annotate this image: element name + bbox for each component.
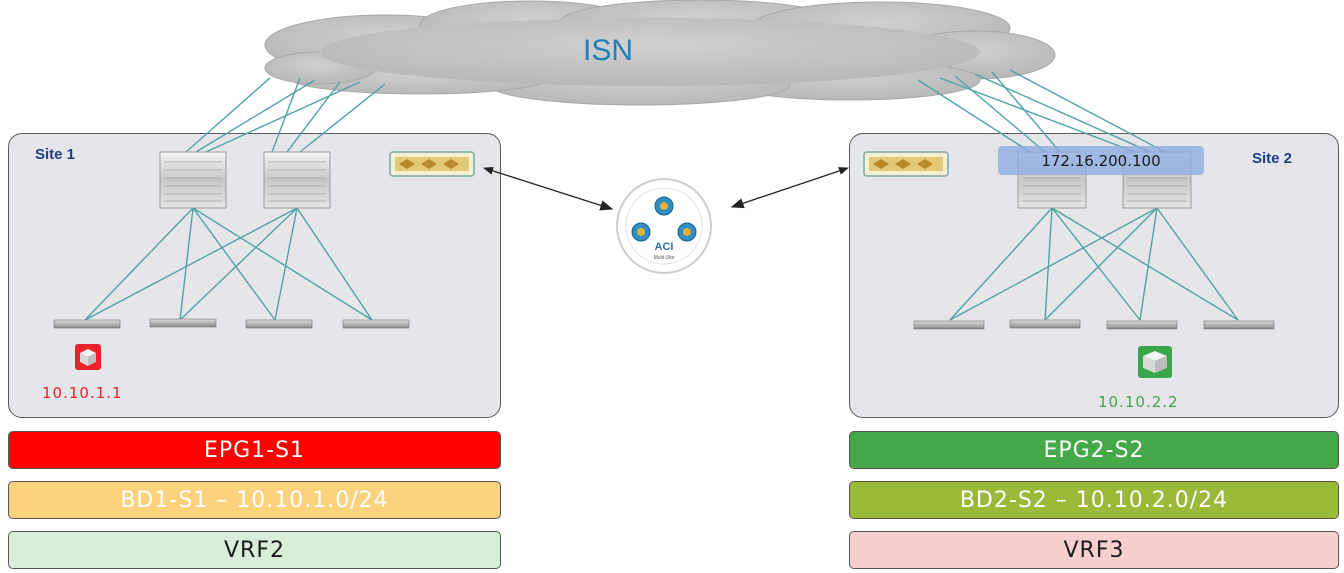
site1-endpoint-ip: 10.10.1.1 xyxy=(42,384,123,402)
site1-vrf-bar: VRF2 xyxy=(8,531,501,569)
site2-leaf-switch-1 xyxy=(913,320,985,330)
site1-isn-links xyxy=(185,77,386,153)
site1-spine-switch-1 xyxy=(159,151,227,209)
aci-multisite-orchestrator-icon: ACI Multi-Site xyxy=(616,178,712,274)
site1-leaf-switch-2 xyxy=(149,318,217,328)
site1-spine-switch-2 xyxy=(263,151,331,209)
site1-leaf-switch-1 xyxy=(53,319,121,329)
site2-to-orchestrator-arrow xyxy=(730,167,849,209)
site2-leaf-switches xyxy=(913,319,1275,330)
site2-endpoint-icon xyxy=(1138,346,1172,378)
site2-spine-ip-label: 172.16.200.100 xyxy=(998,146,1204,175)
site2-leaf-switch-2 xyxy=(1009,319,1081,329)
site1-leaf-switch-3 xyxy=(245,319,313,329)
site2-label: Site 2 xyxy=(1252,150,1293,167)
isn-cloud xyxy=(264,0,1056,106)
site1-label: Site 1 xyxy=(35,146,76,163)
site2-box xyxy=(849,133,1339,418)
orchestrator-sub: Multi-Site xyxy=(654,255,675,261)
site2-leaf-switch-4 xyxy=(1203,320,1275,330)
site1-fabric-links xyxy=(84,207,373,321)
site1-box xyxy=(8,133,501,418)
site2-apic-controller-icon xyxy=(863,151,949,177)
site1-to-orchestrator-arrow xyxy=(483,167,614,211)
site1-apic-controller-icon xyxy=(389,151,475,177)
site2-bd-bar: BD2-S2 – 10.10.2.0/24 xyxy=(849,481,1339,519)
orchestrator-name: ACI xyxy=(655,241,674,253)
site2-endpoint-ip: 10.10.2.2 xyxy=(1098,393,1179,411)
site2-epg-bar: EPG2-S2 xyxy=(849,431,1339,469)
site1-epg-bar: EPG1-S1 xyxy=(8,431,501,469)
site2-isn-links xyxy=(917,69,1166,153)
site2-fabric-links xyxy=(949,207,1239,321)
site1-leaf-switches xyxy=(53,318,410,329)
site2-vrf-bar: VRF3 xyxy=(849,531,1339,569)
isn-label: ISN xyxy=(583,34,634,67)
site1-endpoint-icon xyxy=(75,344,101,370)
site2-leaf-switch-3 xyxy=(1106,320,1178,330)
site1-leaf-switch-4 xyxy=(342,319,410,329)
site1-bd-bar: BD1-S1 – 10.10.1.0/24 xyxy=(8,481,501,519)
